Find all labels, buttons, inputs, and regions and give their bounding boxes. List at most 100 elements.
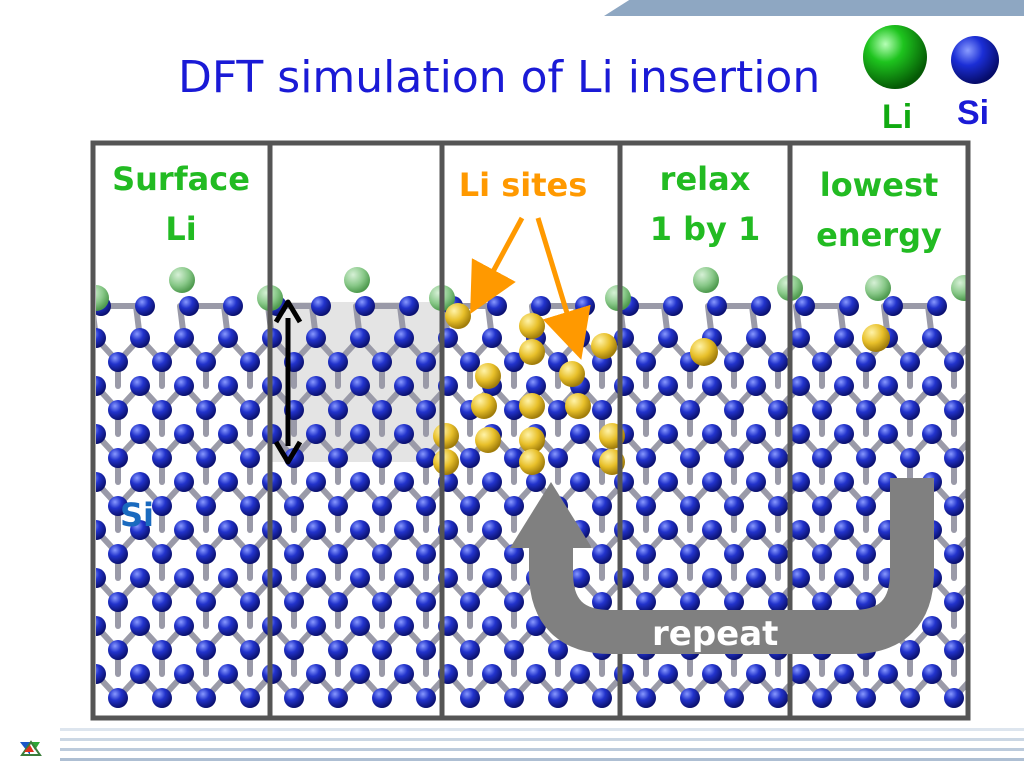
si-atom <box>812 448 832 468</box>
si-atom <box>856 400 876 420</box>
si-atom <box>372 544 392 564</box>
legend-li-label: Li <box>882 98 913 136</box>
si-atom <box>856 448 876 468</box>
footer-stripe-4 <box>60 758 1024 761</box>
lowest-energy-li-atom <box>862 324 890 352</box>
si-atom <box>96 424 106 444</box>
si-atom <box>834 520 854 540</box>
si-atom <box>790 664 810 684</box>
si-bond <box>976 530 998 554</box>
si-atom <box>355 296 375 316</box>
si-atom <box>834 424 854 444</box>
si-atom <box>768 496 788 516</box>
si-atom <box>152 400 172 420</box>
si-atom <box>174 520 194 540</box>
si-atom <box>394 520 414 540</box>
si-atom <box>394 616 414 636</box>
top-decorative-bar <box>604 0 1024 16</box>
si-atom <box>460 496 480 516</box>
si-atom <box>130 616 150 636</box>
si-atom <box>196 496 216 516</box>
si-atom <box>328 640 348 660</box>
si-atom <box>240 352 260 372</box>
si-atom <box>306 664 326 684</box>
si-atom <box>592 592 612 612</box>
panel-5-label-line1: lowest <box>819 166 939 204</box>
si-atom <box>856 592 876 612</box>
si-atom <box>394 568 414 588</box>
si-bond <box>976 386 998 410</box>
relaxed-li-atom <box>690 338 718 366</box>
si-atom <box>614 376 634 396</box>
si-atom <box>135 296 155 316</box>
panel-5-label-line2: energy <box>816 216 942 254</box>
si-atom <box>834 472 854 492</box>
si-atom <box>636 400 656 420</box>
surface-li-atom <box>865 275 891 301</box>
si-atom <box>130 328 150 348</box>
si-atom <box>328 496 348 516</box>
legend-si-label: Si <box>957 94 990 132</box>
si-atom <box>306 520 326 540</box>
si-atom <box>416 448 436 468</box>
si-atom <box>482 520 502 540</box>
si-atom <box>702 520 722 540</box>
li-site-atom <box>519 393 545 419</box>
si-atom <box>328 544 348 564</box>
si-atom <box>416 400 436 420</box>
si-bond <box>976 434 998 458</box>
si-atom <box>636 688 656 708</box>
si-atom <box>570 424 590 444</box>
si-atom <box>680 544 700 564</box>
li-site-atom <box>519 427 545 453</box>
slide-title: DFT simulation of Li insertion <box>178 52 821 103</box>
si-atom <box>702 424 722 444</box>
si-atom <box>196 400 216 420</box>
si-atom <box>746 472 766 492</box>
si-atom <box>306 568 326 588</box>
panel-5-label: lowest energy <box>793 160 965 260</box>
si-atom <box>504 544 524 564</box>
si-atom <box>592 544 612 564</box>
si-atom <box>702 376 722 396</box>
si-atom <box>504 352 524 372</box>
si-atom <box>504 592 524 612</box>
si-atom <box>944 496 964 516</box>
surface-li-atom <box>96 285 109 311</box>
si-atom <box>152 640 172 660</box>
si-atom <box>790 568 810 588</box>
si-atom <box>900 352 920 372</box>
si-atom <box>812 400 832 420</box>
si-atom <box>416 640 436 660</box>
si-atom <box>240 688 260 708</box>
li-sites-pointer-arrows <box>470 216 591 360</box>
si-atom <box>790 376 810 396</box>
si-atom <box>614 328 634 348</box>
si-bond <box>972 306 976 338</box>
li-site-atom <box>519 449 545 475</box>
si-atom <box>240 400 260 420</box>
si-atom <box>504 640 524 660</box>
si-atom <box>394 424 414 444</box>
si-atom <box>130 664 150 684</box>
si-atom <box>658 376 678 396</box>
si-atom <box>196 544 216 564</box>
si-atom <box>196 352 216 372</box>
si-atom <box>636 544 656 564</box>
si-atom <box>570 472 590 492</box>
si-atom <box>658 328 678 348</box>
si-atom <box>196 592 216 612</box>
panel-4-label: relax 1 by 1 <box>623 154 787 254</box>
si-atom <box>658 472 678 492</box>
si-atom <box>482 664 502 684</box>
si-atom <box>240 592 260 612</box>
si-atom <box>900 400 920 420</box>
si-atom <box>416 352 436 372</box>
si-atom <box>548 688 568 708</box>
si-atom <box>487 296 507 316</box>
si-bond <box>976 338 998 362</box>
si-atom <box>218 616 238 636</box>
si-atom <box>663 296 683 316</box>
panel-1-label-line1: Surface <box>112 160 250 198</box>
si-atom <box>812 688 832 708</box>
